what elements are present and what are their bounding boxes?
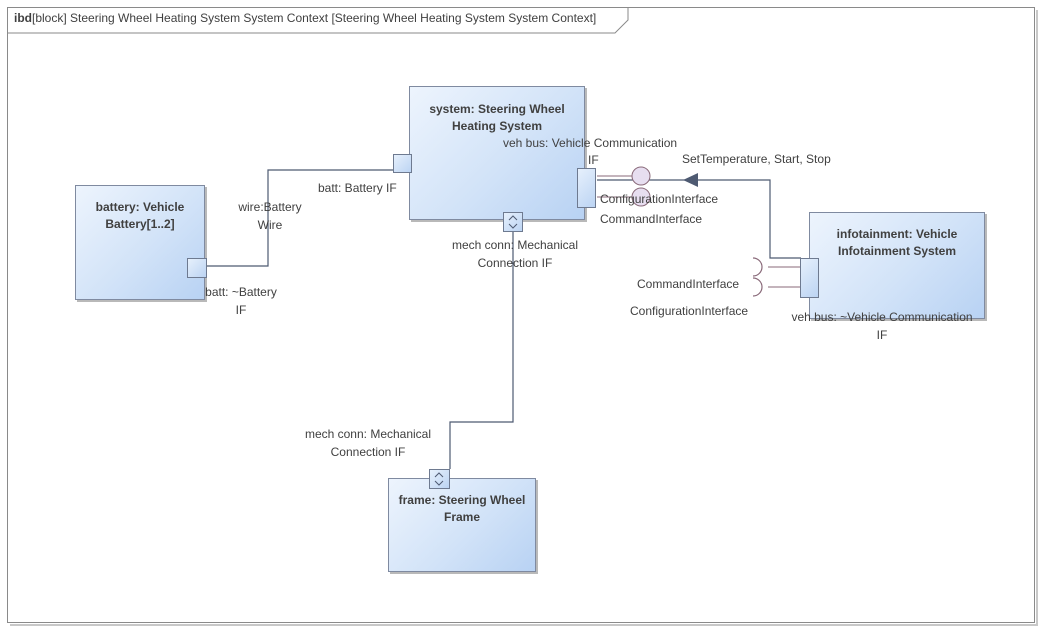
label-battery-batt: batt: ~Battery IF <box>186 283 296 319</box>
block-frame-name-line1: frame: Steering Wheel <box>398 493 526 507</box>
block-system-name-line1: system: Steering Wheel <box>429 102 565 116</box>
port-system-mech[interactable] <box>503 212 523 232</box>
diagram-frame <box>7 7 1035 623</box>
bidirectional-flow-icon <box>434 472 444 486</box>
label-frame-mech: mech conn: Mechanical Connection IF <box>293 425 443 461</box>
label-wire-line1: wire:Battery <box>238 200 302 214</box>
label-infotainment-vehbus: veh bus: ~Vehicle Communication IF <box>787 308 977 344</box>
port-infotainment-vehbus[interactable] <box>800 258 819 298</box>
label-wire-line2: Wire <box>257 218 283 232</box>
block-infotainment-title: infotainment: Vehicle Infotainment Syste… <box>810 226 984 260</box>
message-direction-arrow <box>683 173 698 187</box>
block-infotainment-name-line2: Infotainment System <box>837 244 957 258</box>
label-system-batt: batt: Battery IF <box>318 181 397 195</box>
block-frame-title: frame: Steering Wheel Frame <box>389 492 535 526</box>
label-system-mech-line2: Connection IF <box>477 256 553 270</box>
diagram-header-tab <box>8 8 629 34</box>
label-frame-mech-line1: mech conn: Mechanical <box>304 427 432 441</box>
diagram-header: ibd[block] Steering Wheel Heating System… <box>8 8 600 28</box>
diagram-frame-shadow <box>10 10 1038 626</box>
label-provided-config: ConfigurationInterface <box>600 192 719 206</box>
label-system-vehbus-line1: veh bus: Vehicle Communication <box>503 136 678 150</box>
block-battery[interactable]: battery: Vehicle Battery[1..2] <box>75 185 205 300</box>
block-system-name-line2: Heating System <box>451 119 543 133</box>
port-frame-mech[interactable] <box>429 469 450 489</box>
label-system-mech: mech conn: Mechanical Connection IF <box>440 236 590 272</box>
provided-config-lollipop[interactable] <box>631 166 651 186</box>
label-provided-command: CommandInterface <box>600 212 703 226</box>
diagram-header-text: [block] Steering Wheel Heating System Sy… <box>32 11 597 25</box>
label-battery-batt-line2: IF <box>235 303 247 317</box>
port-system-batt[interactable] <box>393 154 412 173</box>
block-battery-name-line2: Battery[1..2] <box>105 217 175 231</box>
label-infotainment-vehbus-line2: IF <box>876 328 888 342</box>
port-battery-batt[interactable] <box>187 258 207 278</box>
required-command-socket[interactable] <box>752 257 763 277</box>
block-system[interactable]: system: Steering Wheel Heating System <box>409 86 585 220</box>
label-wire: wire:Battery Wire <box>215 198 325 234</box>
label-system-vehbus-line2: IF <box>588 153 599 167</box>
connector-mechanical[interactable] <box>449 232 514 469</box>
label-required-config: ConfigurationInterface <box>630 304 749 318</box>
block-battery-title: battery: Vehicle Battery[1..2] <box>76 199 204 233</box>
provided-command-lollipop[interactable] <box>631 187 651 207</box>
label-messages: SetTemperature, Start, Stop <box>682 152 831 166</box>
label-required-command: CommandInterface <box>637 277 740 291</box>
diagram-kind: ibd <box>14 11 32 25</box>
label-battery-batt-line1: batt: ~Battery <box>205 285 277 299</box>
block-system-title: system: Steering Wheel Heating System <box>410 101 584 135</box>
block-frame-name-line2: Frame <box>443 510 481 524</box>
block-battery-name-line1: battery: Vehicle <box>95 200 185 214</box>
block-frame[interactable]: frame: Steering Wheel Frame <box>388 478 536 572</box>
required-config-socket[interactable] <box>752 277 763 297</box>
label-infotainment-vehbus-line1: veh bus: ~Vehicle Communication <box>791 310 973 324</box>
connector-battery-wire[interactable] <box>206 169 393 267</box>
block-infotainment-name-line1: infotainment: Vehicle <box>836 227 958 241</box>
label-frame-mech-line2: Connection IF <box>330 445 406 459</box>
label-system-mech-line1: mech conn: Mechanical <box>451 238 579 252</box>
block-infotainment[interactable]: infotainment: Vehicle Infotainment Syste… <box>809 212 985 319</box>
bidirectional-flow-icon <box>508 215 518 229</box>
port-system-vehbus[interactable] <box>577 168 596 208</box>
